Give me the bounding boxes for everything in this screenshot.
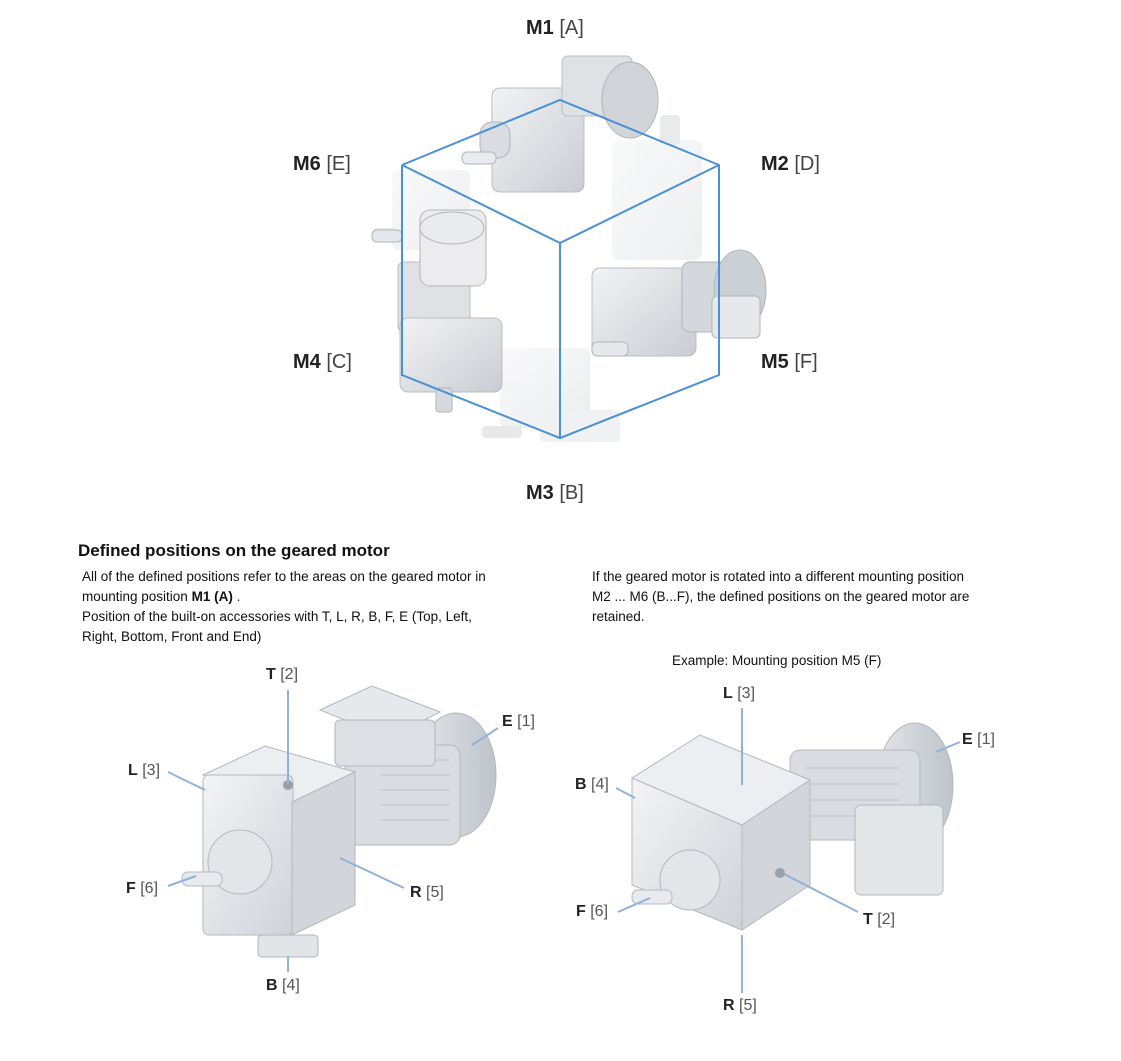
right-label-front: F [6] [576,903,609,920]
faded-motor-m2 [612,115,702,260]
left-label-left: L [3] [128,762,161,779]
cube-illustration [371,55,767,442]
label-m2: M2 [D] [761,153,820,175]
label-m5: M5 [F] [761,351,818,373]
left-label-end: E [1] [502,713,535,730]
right-label-top: T [2] [863,911,896,928]
left-label-bottom: B [4] [266,977,300,994]
left-description: All of the defined positions refer to th… [82,569,486,644]
left-label-top: T [2] [266,666,299,683]
motor-m5 [591,249,767,357]
right-description: If the geared motor is rotated into a di… [592,569,970,624]
motor-m1 [461,55,659,193]
left-geared-motor [181,685,497,958]
right-label-right: R [5] [723,997,757,1014]
cube-edges [401,98,720,440]
label-m3: M3 [B] [526,482,584,504]
label-m1: M1 [A] [526,17,584,39]
right-label-end: E [1] [962,731,995,748]
leader-lines [167,690,961,993]
left-label-right: R [5] [410,884,444,901]
label-m6: M6 [E] [293,153,351,175]
right-label-left: L [3] [723,685,756,702]
label-m4: M4 [C] [293,351,352,373]
faded-motor-m3 [482,348,620,442]
motor-m4 [371,209,503,413]
right-label-bottom: B [4] [575,776,609,793]
section-heading: Defined positions on the geared motor [78,541,390,560]
example-caption: Example: Mounting position M5 (F) [672,653,882,668]
right-geared-motor [630,722,954,931]
left-label-front: F [6] [126,880,159,897]
